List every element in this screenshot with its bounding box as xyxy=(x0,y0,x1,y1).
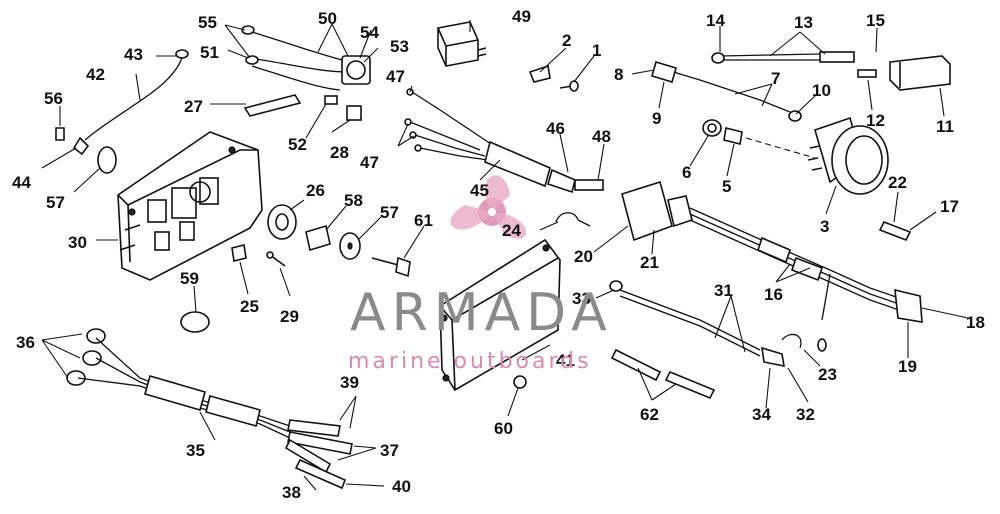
callout-62: 62 xyxy=(640,405,659,424)
ground-wire xyxy=(55,49,189,174)
ignition-lead xyxy=(651,61,802,122)
wire-clip xyxy=(555,212,591,227)
callout-40: 40 xyxy=(392,477,411,496)
callout-57a: 57 xyxy=(46,193,65,212)
callout-48: 48 xyxy=(592,127,611,146)
bulb-and-socket xyxy=(702,119,743,145)
callout-24: 24 xyxy=(502,221,521,240)
sleeve-and-grommets xyxy=(231,94,361,267)
callout-27: 27 xyxy=(184,97,203,116)
callout-14: 14 xyxy=(706,11,725,30)
callout-54: 54 xyxy=(360,23,379,42)
power-pack xyxy=(439,238,561,392)
callout-51: 51 xyxy=(200,43,219,62)
callout-15: 15 xyxy=(866,11,885,30)
watermark-brand: ARMADA xyxy=(350,283,613,343)
callout-3: 3 xyxy=(820,217,829,236)
callout-42: 42 xyxy=(86,65,105,84)
callout-28: 28 xyxy=(330,143,349,162)
callout-46: 46 xyxy=(546,119,565,138)
trim-harness xyxy=(66,328,353,490)
callout-23: 23 xyxy=(818,365,837,384)
callout-39: 39 xyxy=(340,373,359,392)
clamp xyxy=(180,311,210,333)
callout-2: 2 xyxy=(562,31,571,50)
callout-17: 17 xyxy=(940,197,959,216)
screw xyxy=(513,375,527,389)
callout-60: 60 xyxy=(494,419,513,438)
callout-32: 32 xyxy=(796,405,815,424)
callout-56: 56 xyxy=(44,89,63,108)
callout-44: 44 xyxy=(12,173,31,192)
callout-5: 5 xyxy=(722,177,731,196)
callout-12: 12 xyxy=(866,111,885,130)
callout-36: 36 xyxy=(16,333,35,352)
callout-58: 58 xyxy=(344,191,363,210)
callout-61: 61 xyxy=(414,211,433,230)
module-housing xyxy=(117,131,263,281)
callout-37: 37 xyxy=(380,441,399,460)
callout-43: 43 xyxy=(124,45,143,64)
callout-30: 30 xyxy=(68,233,87,252)
callout-29: 29 xyxy=(280,307,299,326)
propeller-logo-icon xyxy=(450,175,527,239)
callout-31: 31 xyxy=(714,281,733,300)
callout-18: 18 xyxy=(966,313,985,332)
callout-59: 59 xyxy=(180,269,199,288)
callout-41: 41 xyxy=(556,351,575,370)
sleeves xyxy=(610,348,716,400)
callout-47b: 47 xyxy=(360,153,379,172)
choke-lead xyxy=(609,280,802,368)
callout-1: 1 xyxy=(592,41,601,60)
callout-47a: 47 xyxy=(386,67,405,86)
callout-35: 35 xyxy=(186,441,205,460)
callout-52: 52 xyxy=(288,135,307,154)
callout-21: 21 xyxy=(640,253,659,272)
callout-33: 33 xyxy=(572,289,591,308)
callout-45: 45 xyxy=(470,181,489,200)
callout-25: 25 xyxy=(240,297,259,316)
wire-connector xyxy=(241,25,371,121)
callout-11: 11 xyxy=(936,117,954,136)
callout-55: 55 xyxy=(198,13,217,32)
callout-20: 20 xyxy=(574,247,593,266)
battery-cable xyxy=(711,51,951,91)
callout-38: 38 xyxy=(282,483,301,502)
callout-19: 19 xyxy=(898,357,917,376)
callout-34: 34 xyxy=(752,405,771,424)
gauge xyxy=(745,116,889,195)
callout-26: 26 xyxy=(306,181,325,200)
relay xyxy=(437,21,487,67)
callout-16: 16 xyxy=(764,285,783,304)
bolt xyxy=(371,256,411,278)
callout-53: 53 xyxy=(390,37,409,56)
callout-13: 13 xyxy=(794,13,813,32)
watermark-tagline: marine outboards xyxy=(348,349,592,374)
cable-bundle xyxy=(404,88,604,194)
callout-7: 7 xyxy=(771,69,780,88)
screw-and-clip xyxy=(528,64,579,92)
callout-8: 8 xyxy=(614,65,623,84)
callout-6: 6 xyxy=(682,163,691,182)
callout-10: 10 xyxy=(812,81,831,100)
callout-57b: 57 xyxy=(380,203,399,222)
callout-22: 22 xyxy=(888,173,907,192)
callout-labels: 1 2 3 5 6 7 8 9 10 11 12 13 14 15 16 17 … xyxy=(12,7,985,502)
callout-9: 9 xyxy=(652,109,661,128)
callout-50: 50 xyxy=(318,9,337,28)
callout-49: 49 xyxy=(512,7,531,26)
leader-lines xyxy=(41,20,969,491)
main-harness xyxy=(621,180,923,352)
